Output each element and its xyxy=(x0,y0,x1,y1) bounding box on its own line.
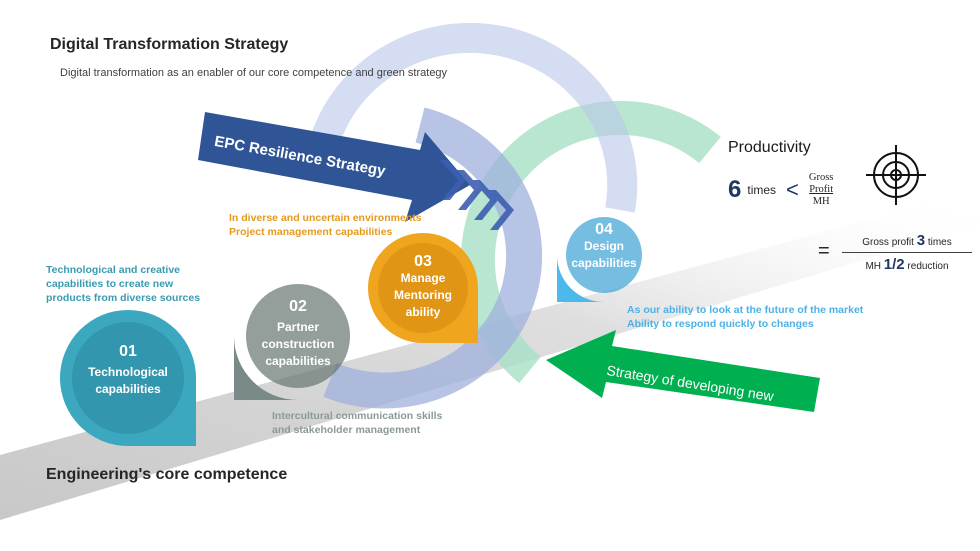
denominator-prefix: MH xyxy=(865,261,881,272)
capability-line: construction xyxy=(261,337,335,351)
numerator-suffix: times xyxy=(927,237,952,248)
note-technological: Technological and creative capabilities … xyxy=(46,263,200,305)
target-icon xyxy=(866,145,926,205)
fraction-bottom: MH xyxy=(812,196,830,207)
note-line: As our ability to look at the future of … xyxy=(627,304,864,316)
note-line: and stakeholder management xyxy=(272,424,421,436)
capability-number: 03 xyxy=(414,253,432,270)
note-mentoring: In diverse and uncertain environments Pr… xyxy=(229,211,422,239)
note-line: capabilities to create new xyxy=(46,278,174,290)
bubble-04 xyxy=(557,208,642,302)
comparator: < xyxy=(786,177,799,202)
note-line: Intercultural communication skills xyxy=(272,410,443,422)
capability-line: ability xyxy=(405,305,441,319)
equation-fraction: Gross profit 3 times MH 1/2 reduction xyxy=(842,232,972,273)
blue-ring xyxy=(323,107,543,409)
capability-number: 04 xyxy=(595,221,613,238)
developing-arrow xyxy=(546,330,820,412)
capability-03: 03 Manage Mentoring ability xyxy=(363,253,483,321)
productivity-value: 6 xyxy=(728,176,742,203)
capability-number: 02 xyxy=(289,298,307,315)
capability-line: Design xyxy=(583,239,624,253)
capability-line: Manage xyxy=(400,271,446,285)
capability-line: capabilities xyxy=(95,382,161,396)
note-line: Technological and creative xyxy=(46,264,181,276)
productivity-title: Productivity xyxy=(728,139,811,156)
equation-denominator: MH 1/2 reduction xyxy=(842,253,972,273)
note-design: As our ability to look at the future of … xyxy=(627,303,863,331)
bubble-03 xyxy=(368,233,478,343)
capability-02: 02 Partner construction capabilities xyxy=(238,298,358,370)
equals-sign: = xyxy=(818,240,830,262)
productivity-formula: 6 times < Gross Profit MH xyxy=(728,172,833,208)
equation-numerator: Gross profit 3 times xyxy=(842,232,972,253)
page-subtitle: Digital transformation as an enabler of … xyxy=(60,67,448,79)
capability-line: Partner xyxy=(276,320,320,334)
capability-line: capabilities xyxy=(571,256,637,270)
note-line: In diverse and uncertain environments xyxy=(229,212,422,224)
fraction-mid: Profit xyxy=(809,184,834,195)
epc-arrow xyxy=(198,112,470,222)
capability-line: capabilities xyxy=(265,354,331,368)
numerator-value: 3 xyxy=(916,232,926,249)
denominator-value: 1/2 xyxy=(883,256,905,273)
blue-ring-outer xyxy=(305,22,638,213)
capability-number: 01 xyxy=(119,343,137,360)
fraction-top: Gross xyxy=(808,172,834,183)
note-line: Project management capabilities xyxy=(229,226,393,238)
productivity-fraction: Gross Profit MH xyxy=(809,172,834,208)
capability-04: 04 Design capabilities xyxy=(544,221,664,272)
capability-line: Technological xyxy=(88,365,168,379)
note-line: Ability to respond quickly to changes xyxy=(627,318,814,330)
core-competence-label: Engineering's core competence xyxy=(46,466,288,483)
page-title: Digital Transformation Strategy xyxy=(50,36,289,53)
denominator-suffix: reduction xyxy=(907,261,949,272)
productivity-unit: times xyxy=(747,183,777,197)
note-partner: Intercultural communication skills and s… xyxy=(272,409,442,437)
bubble-02 xyxy=(234,272,350,400)
capability-01: 01 Technological capabilities xyxy=(68,343,188,398)
numerator-prefix: Gross profit xyxy=(862,237,914,248)
bubble-01 xyxy=(60,310,196,446)
capability-line: Mentoring xyxy=(394,288,452,302)
note-line: products from diverse sources xyxy=(46,292,201,304)
chevron-icons xyxy=(440,160,514,230)
